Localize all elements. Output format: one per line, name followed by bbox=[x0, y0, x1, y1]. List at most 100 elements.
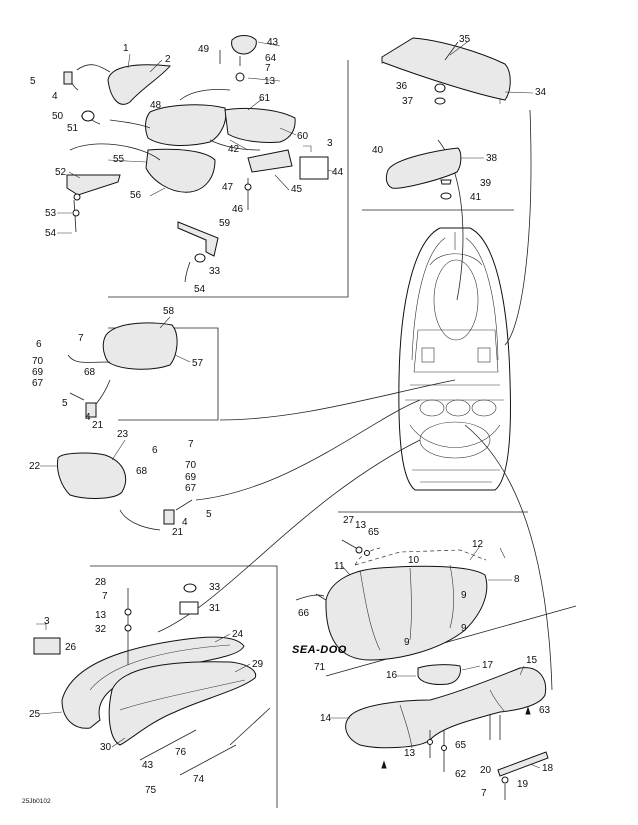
callout-c44: 44 bbox=[332, 167, 344, 178]
callout-c26: 26 bbox=[65, 642, 77, 653]
callout-c19: 19 bbox=[517, 779, 529, 790]
callout-c70b: 70 bbox=[185, 460, 197, 471]
callout-c1: 1 bbox=[123, 43, 129, 54]
callout-c30: 30 bbox=[100, 742, 112, 753]
callout-c28: 28 bbox=[95, 577, 107, 588]
callout-c32: 32 bbox=[95, 624, 107, 635]
callout-c22: 22 bbox=[29, 461, 41, 472]
callout-c5c: 5 bbox=[206, 509, 212, 520]
callout-c13b: 13 bbox=[355, 520, 367, 531]
callout-c23: 23 bbox=[117, 429, 129, 440]
brand-logo: SEA-DOO bbox=[292, 644, 347, 656]
callout-c7a: 7 bbox=[265, 63, 271, 74]
callout-c34: 34 bbox=[535, 87, 547, 98]
callout-c47: 47 bbox=[222, 182, 234, 193]
callout-c24: 24 bbox=[232, 629, 244, 640]
callout-c9b: 9 bbox=[461, 623, 467, 634]
callout-c51: 51 bbox=[67, 123, 79, 134]
callout-c7d: 7 bbox=[102, 591, 108, 602]
callout-c11: 11 bbox=[334, 561, 345, 572]
callout-c7c: 7 bbox=[188, 439, 194, 450]
reference-code: 25Jb0102 bbox=[22, 798, 51, 805]
callout-c13d: 13 bbox=[404, 748, 416, 759]
knee-pad-right-22 bbox=[57, 452, 193, 531]
callout-c8: 8 bbox=[514, 574, 520, 585]
watercraft-hull bbox=[398, 227, 511, 491]
callout-c13a: 13 bbox=[264, 76, 276, 87]
callout-c71: 71 bbox=[314, 662, 326, 673]
callout-c76: 76 bbox=[175, 747, 187, 758]
callout-c68a: 68 bbox=[84, 367, 96, 378]
callout-c56: 56 bbox=[130, 190, 142, 201]
callout-c67a: 67 bbox=[32, 378, 44, 389]
callout-c61: 61 bbox=[259, 93, 271, 104]
callout-c43b: 43 bbox=[142, 760, 154, 771]
knee-pad-left-57 bbox=[67, 322, 178, 418]
callout-c69b: 69 bbox=[185, 472, 197, 483]
seat-base-14 bbox=[345, 664, 549, 800]
callout-c12: 12 bbox=[472, 539, 484, 550]
callout-c7e: 7 bbox=[481, 788, 487, 799]
callout-c14: 14 bbox=[320, 713, 332, 724]
callout-c20: 20 bbox=[480, 765, 492, 776]
callout-c64: 64 bbox=[265, 53, 277, 64]
callout-c65b: 65 bbox=[455, 740, 467, 751]
seat-cover-set-top-left bbox=[63, 35, 329, 283]
callout-c48: 48 bbox=[150, 100, 162, 111]
glove-box-pad-38 bbox=[385, 147, 462, 200]
callout-leaders bbox=[39, 39, 541, 769]
callout-c37: 37 bbox=[402, 96, 414, 107]
callout-c3a: 3 bbox=[327, 138, 333, 149]
callout-labels: 1 2 3 3 4 4 4 5 5 5 6 6 7 7 7 7 7 8 9 9 … bbox=[29, 34, 554, 799]
callout-c49: 49 bbox=[198, 44, 210, 55]
callout-c2: 2 bbox=[165, 54, 171, 65]
callout-c7b: 7 bbox=[78, 333, 84, 344]
callout-c9a: 9 bbox=[404, 637, 410, 648]
callout-c15: 15 bbox=[526, 655, 538, 666]
callout-c65a: 65 bbox=[368, 527, 380, 538]
callout-c54b: 54 bbox=[194, 284, 206, 295]
callout-c63: 63 bbox=[539, 705, 551, 716]
callout-c31: 31 bbox=[209, 603, 221, 614]
callout-c75: 75 bbox=[145, 785, 157, 796]
callout-c54a: 54 bbox=[45, 228, 57, 239]
callout-c29: 29 bbox=[252, 659, 264, 670]
callout-c18: 18 bbox=[542, 763, 554, 774]
storage-cover-34 bbox=[381, 37, 511, 105]
callout-c53: 53 bbox=[45, 208, 57, 219]
callout-c42: 42 bbox=[228, 144, 240, 155]
callout-c5a: 5 bbox=[30, 76, 36, 87]
callout-c21a: 21 bbox=[92, 420, 104, 431]
callout-c10: 10 bbox=[408, 555, 420, 566]
callout-c43a: 43 bbox=[267, 37, 279, 48]
side-cover-assembly bbox=[33, 583, 271, 776]
callout-c66: 66 bbox=[298, 608, 310, 619]
callout-c60: 60 bbox=[297, 131, 309, 142]
callout-c33a: 33 bbox=[209, 266, 221, 277]
callout-c59: 59 bbox=[219, 218, 231, 229]
callout-c3b: 3 bbox=[44, 616, 50, 627]
callout-c38: 38 bbox=[486, 153, 498, 164]
callout-c52: 52 bbox=[55, 167, 67, 178]
callout-c4a: 4 bbox=[52, 91, 58, 102]
callout-c55: 55 bbox=[113, 154, 125, 165]
seat-assembly-8 bbox=[295, 539, 488, 661]
callout-c41: 41 bbox=[470, 192, 482, 203]
callout-c4b: 4 bbox=[85, 412, 91, 423]
callout-c45: 45 bbox=[291, 184, 303, 195]
callout-c33b: 33 bbox=[209, 582, 221, 593]
callout-c27: 27 bbox=[343, 515, 355, 526]
callout-c13c: 13 bbox=[95, 610, 107, 621]
callout-c46: 46 bbox=[232, 204, 244, 215]
callout-c58: 58 bbox=[163, 306, 175, 317]
callout-c16: 16 bbox=[386, 670, 398, 681]
callout-c69a: 69 bbox=[32, 367, 44, 378]
callout-c21b: 21 bbox=[172, 527, 184, 538]
callout-c5b: 5 bbox=[62, 398, 68, 409]
callout-c35: 35 bbox=[459, 34, 471, 45]
callout-c6a: 6 bbox=[36, 339, 42, 350]
callout-c4c: 4 bbox=[182, 517, 188, 528]
callout-c74: 74 bbox=[193, 774, 205, 785]
callout-c62: 62 bbox=[455, 769, 467, 780]
